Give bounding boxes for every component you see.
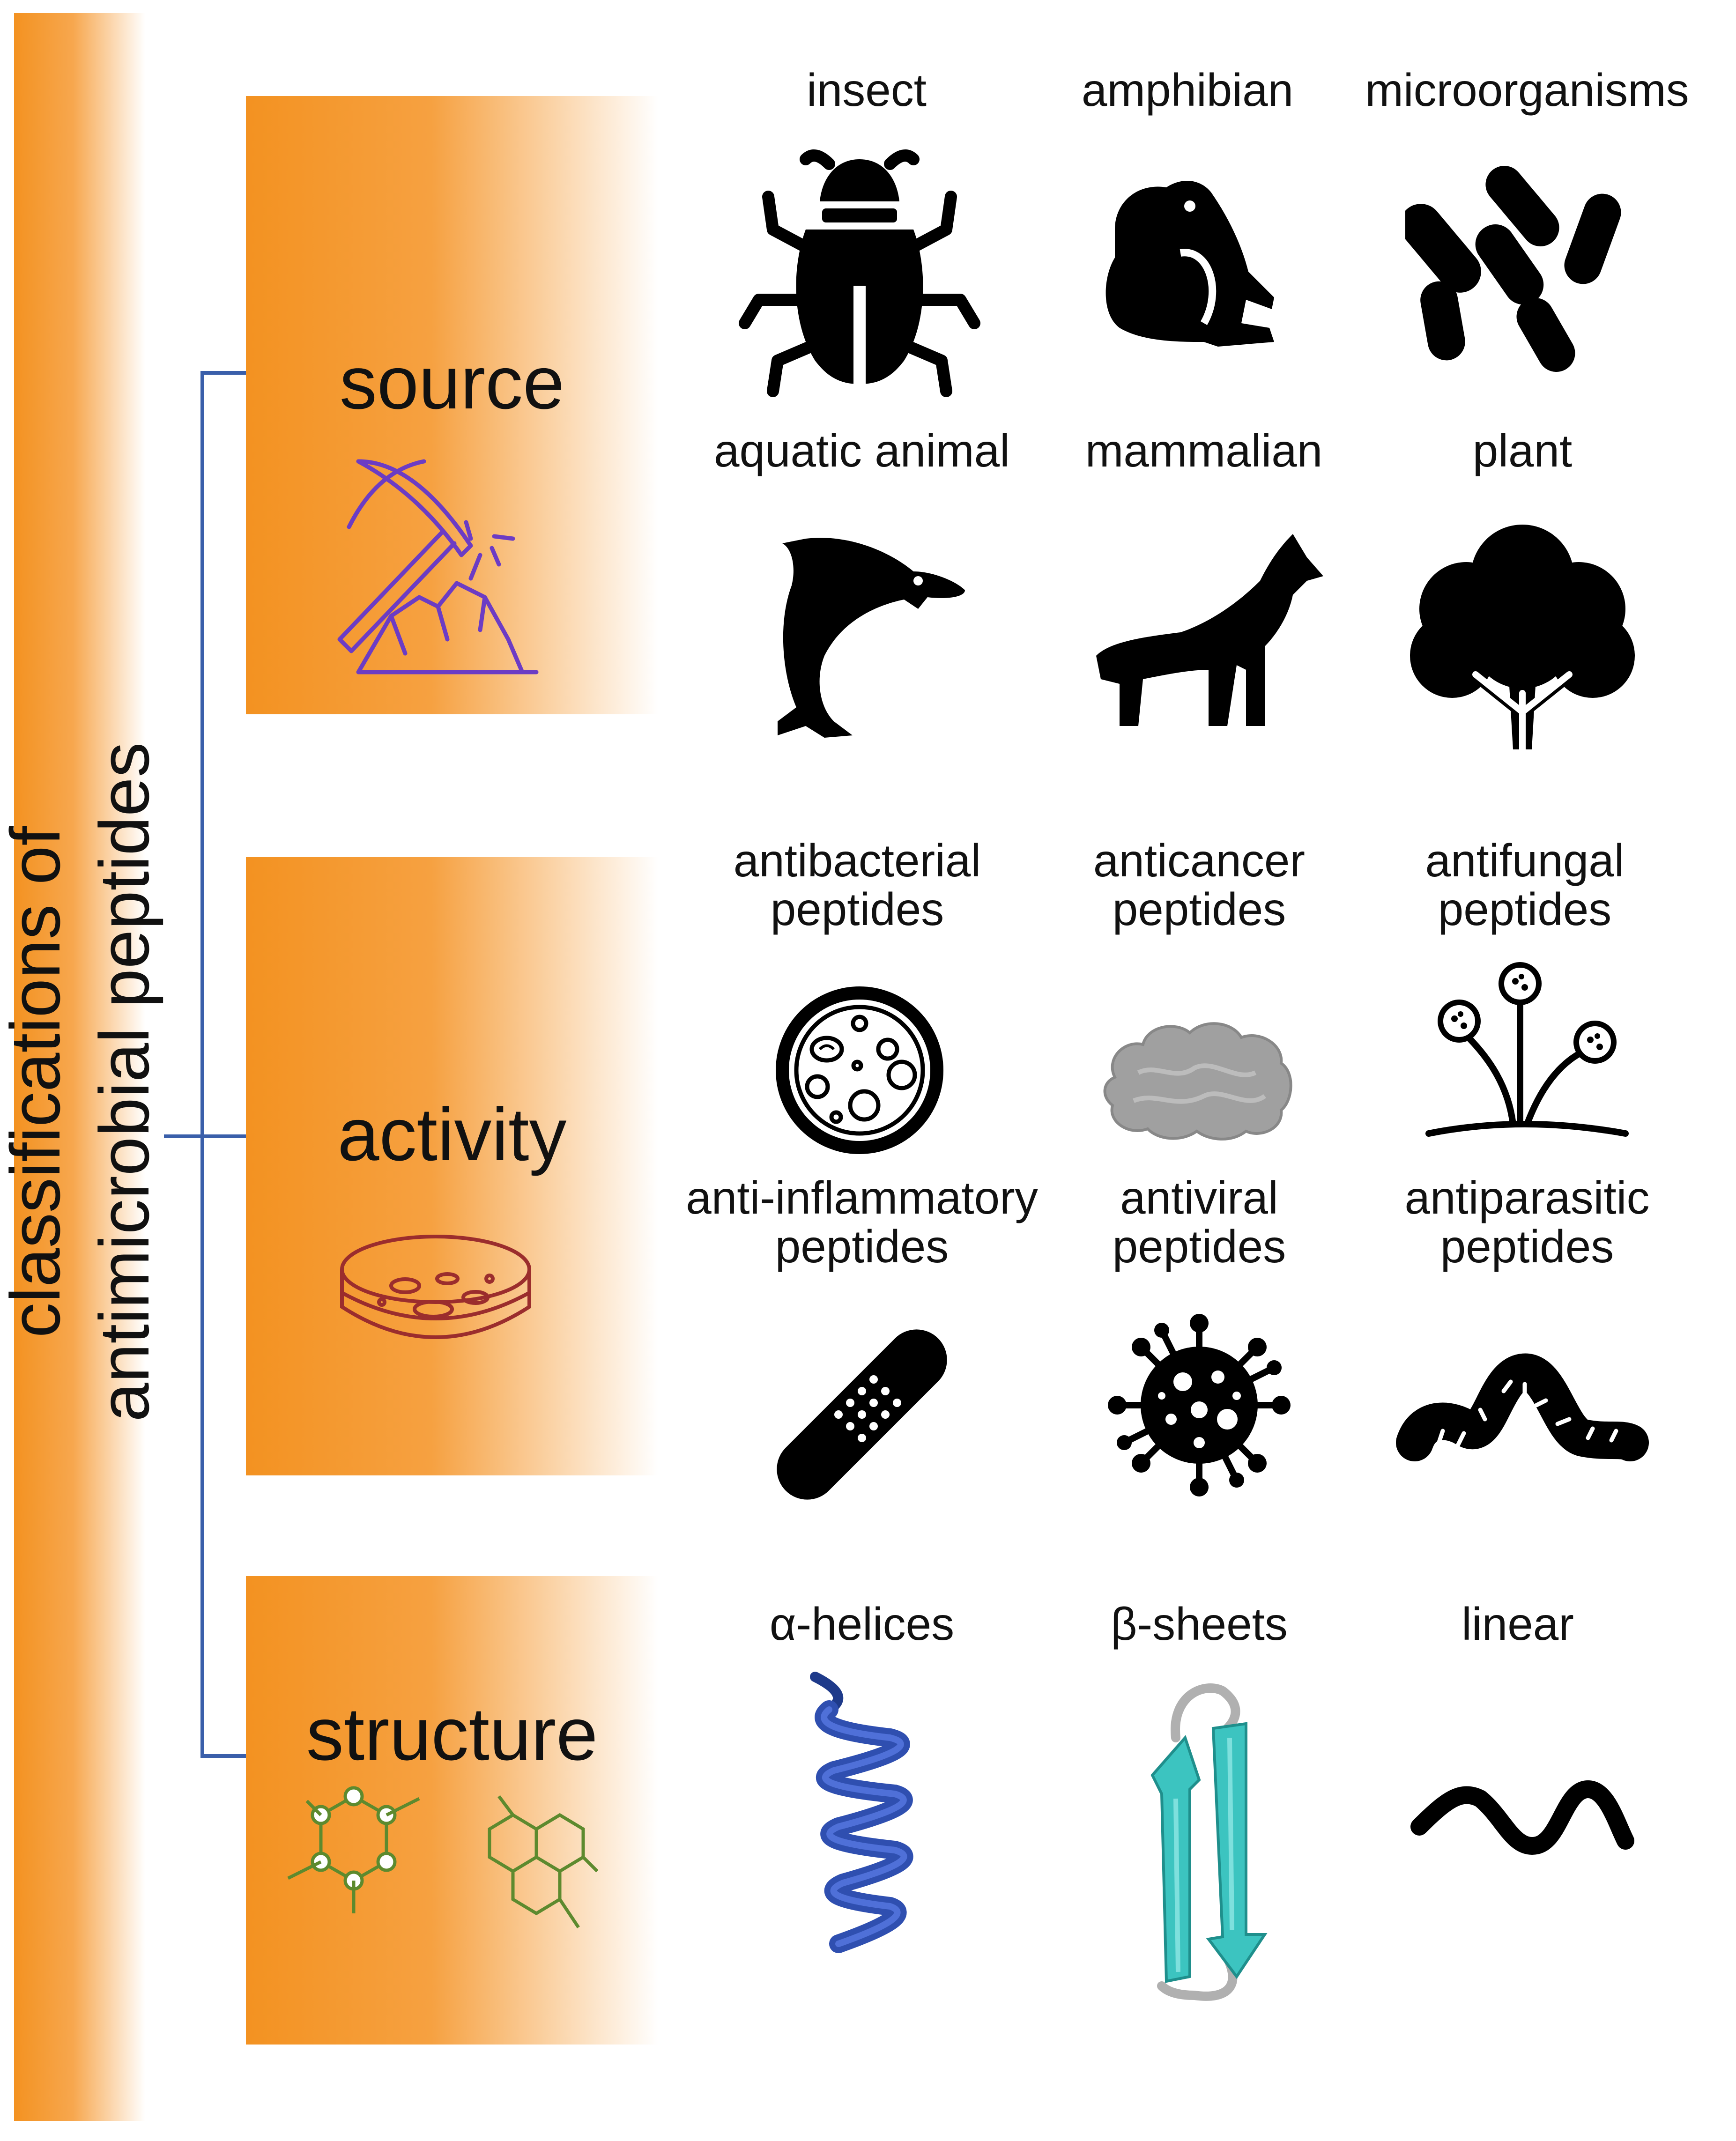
source-label: source <box>339 341 565 424</box>
label-antiviral-line1: antiviral <box>1120 1172 1278 1223</box>
frog-icon <box>1105 181 1274 347</box>
bracket-arm-source <box>200 371 247 375</box>
label-antifungal: antifungal peptides <box>1372 836 1677 933</box>
activity-label: activity <box>337 1092 567 1176</box>
main-title: classifications of antimicrobial peptide… <box>0 286 187 1878</box>
label-antiparasitic-line1: antiparasitic <box>1404 1172 1650 1223</box>
label-antibacterial-line2: peptides <box>770 883 944 935</box>
bracket-arm-activity <box>164 1134 247 1138</box>
linear-peptide-icon <box>1410 1780 1634 1855</box>
label-plant: plant <box>1472 425 1573 476</box>
activity-panel: activity <box>246 857 658 1475</box>
main-title-line2: antimicrobial peptides <box>85 742 163 1422</box>
molecule-hexagons-icon <box>488 1795 599 1928</box>
bracket-vertical <box>200 371 204 1758</box>
fungus-icon <box>1425 962 1629 1137</box>
pickaxe-icon <box>337 459 539 674</box>
label-alpha-helices: α-helices <box>769 1598 955 1650</box>
bracket-arm-structure <box>200 1754 247 1758</box>
label-anticancer-line1: anticancer <box>1093 835 1306 886</box>
left-gradient-bar <box>14 13 145 2121</box>
label-anticancer-line2: peptides <box>1112 883 1286 935</box>
label-amphibian: amphibian <box>1081 64 1294 116</box>
label-microorganisms: microorganisms <box>1365 64 1689 116</box>
structure-panel: structure <box>246 1576 658 2045</box>
label-anticancer: anticancer peptides <box>1054 836 1344 933</box>
cancer-cell-icon <box>1103 1022 1292 1141</box>
label-anti-inflammatory: anti-inflammatory peptides <box>656 1173 1068 1271</box>
tree-icon <box>1410 525 1635 753</box>
label-antifungal-line2: peptides <box>1438 883 1612 935</box>
bacteria-icon <box>1405 166 1621 372</box>
label-insect: insect <box>806 64 927 116</box>
label-antibacterial-line1: antibacterial <box>733 835 981 886</box>
beta-sheet-icon <box>1150 1683 1268 2001</box>
molecule-ring-icon <box>287 1786 420 1913</box>
bandage-icon <box>777 1329 947 1500</box>
label-beta-sheets: β-sheets <box>1111 1598 1288 1650</box>
petri-colony-icon <box>776 986 943 1154</box>
label-linear: linear <box>1462 1598 1574 1650</box>
label-antiparasitic: antiparasitic peptides <box>1368 1173 1686 1271</box>
label-antiviral: antiviral peptides <box>1063 1173 1335 1271</box>
label-anti-inflammatory-line2: peptides <box>775 1221 949 1272</box>
structure-label: structure <box>306 1692 598 1776</box>
insect-icon <box>739 149 980 397</box>
source-panel: source <box>246 96 658 714</box>
wolf-icon <box>1096 534 1323 726</box>
label-mammalian: mammalian <box>1085 425 1323 476</box>
virus-icon <box>1108 1314 1291 1496</box>
label-aquatic-animal: aquatic animal <box>714 425 1010 476</box>
label-antiviral-line2: peptides <box>1112 1221 1286 1272</box>
petri-dish-icon <box>340 1235 531 1339</box>
main-title-line1: classifications of <box>0 826 74 1338</box>
dolphin-icon <box>778 538 965 738</box>
label-anti-inflammatory-line1: anti-inflammatory <box>686 1172 1038 1223</box>
label-antifungal-line1: antifungal <box>1425 835 1625 886</box>
alpha-helix-icon <box>810 1672 913 1953</box>
label-antiparasitic-line2: peptides <box>1440 1221 1614 1272</box>
label-antibacterial: antibacterial peptides <box>693 836 1021 933</box>
worm-icon <box>1396 1353 1649 1461</box>
